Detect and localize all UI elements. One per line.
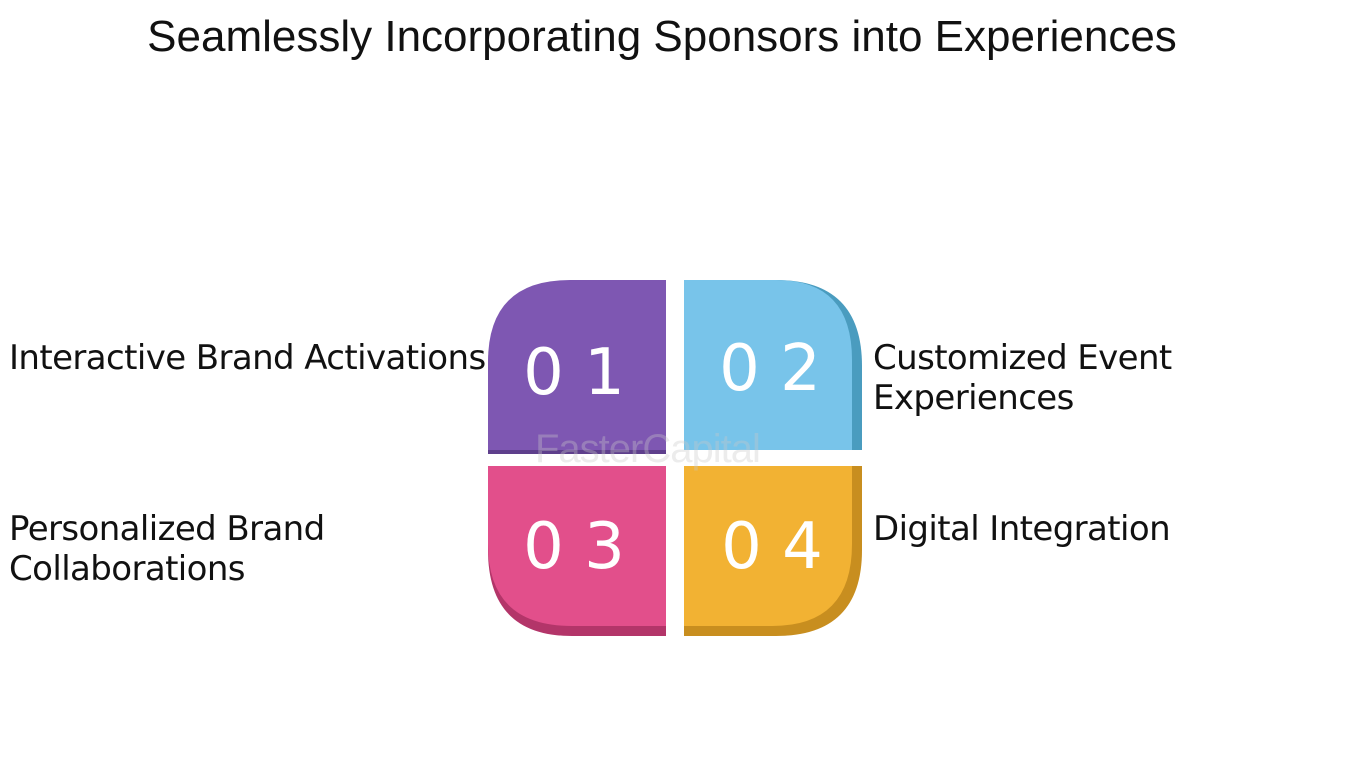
- label-02: Customized Event Experiences: [873, 338, 1172, 418]
- tile-04: [684, 466, 852, 626]
- label-02-line-1: Customized Event: [873, 338, 1172, 378]
- tile-03: [488, 466, 666, 626]
- tile-03-number: 0 3: [523, 510, 625, 584]
- quadrant-diagram: 0 1 0 2 0 3 0 4: [488, 280, 862, 636]
- label-03-line-2: Collaborations: [9, 549, 246, 589]
- page-title: Seamlessly Incorporating Sponsors into E…: [147, 12, 1177, 61]
- label-01-text: Interactive Brand Activations: [9, 338, 486, 378]
- label-03-line-1: Personalized Brand: [9, 509, 325, 549]
- watermark-logo: FasterCapital: [535, 427, 761, 471]
- tile-02-number: 0 2: [719, 332, 821, 406]
- tile-02: [684, 280, 852, 450]
- label-02-line-2: Experiences: [873, 378, 1074, 418]
- label-01: Interactive Brand Activations: [9, 338, 486, 378]
- label-03: Personalized Brand Collaborations: [9, 509, 325, 589]
- tile-04-number: 0 4: [721, 510, 823, 584]
- tile-01: [488, 280, 666, 450]
- label-04-text: Digital Integration: [873, 509, 1171, 549]
- tile-01-number: 0 1: [523, 336, 625, 410]
- label-04: Digital Integration: [873, 509, 1171, 549]
